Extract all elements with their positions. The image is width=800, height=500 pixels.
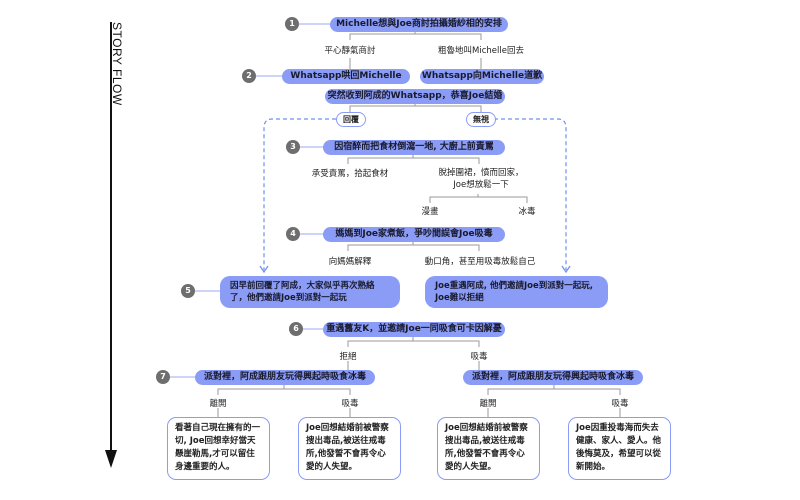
step-4-option-explain: 向媽媽解釋 [328,257,372,267]
dashed-path-reply [263,118,336,270]
branch-7-left [217,385,351,395]
step-1-node: Michelle想與Joe商討拍攝婚紗相的安排 [330,17,508,32]
step-3-node: 因宿醉而把食材倒瀉一地, 大廚上前責罵 [323,140,505,155]
step-1-option-calm: 平心靜氣商討 [324,46,376,56]
branch-1 [349,31,482,40]
branch-3 [347,155,480,164]
branch-2 [349,104,482,112]
step-7-node-left: 派對裡，阿成跟朋友玩得興起時吸食冰毒 [195,370,375,385]
branch-6 [347,337,480,347]
step-3-suboption-ice: 冰毒 [518,207,536,217]
step-2-node-left: Whatsapp哄回Michelle [282,69,410,84]
step-7-left-option-drugs: 吸毒 [341,399,359,409]
step-2-node-right: Whatsapp向Michelle道歉 [420,69,544,84]
branch-3-sub [429,194,528,203]
step-6-option-refuse: 拒絕 [339,352,357,362]
step-5-node-right: Joe重遇阿成, 他們邀請Joe到派對一起玩, Joe難以拒絕 [425,276,608,308]
story-flow-arrowhead [105,450,117,468]
ending-card-1: 看著自己現在擁有的一切, Joe回想幸好當天懸崖勒馬,才可以留住身邊重要的人。 [167,417,270,480]
dashed-arrowhead-left [259,265,269,274]
step-6-option-drugs: 吸毒 [470,352,488,362]
step-2-option-ignore: 無視 [466,112,496,127]
step-7-node-right: 派對裡，阿成跟朋友玩得興起時吸食冰毒 [463,370,643,385]
step-7-right-option-leave: 離開 [479,399,497,409]
step-badge-4: 4 [286,227,300,241]
step-badge-3: 3 [286,140,300,154]
story-flow-label: STORY FLOW [110,22,124,106]
step-badge-2: 2 [242,69,256,83]
step-3-suboption-comics: 漫畫 [421,207,439,217]
step-6-node: 重遇舊友K，並邀請Joe一同吸食可卡因解憂 [323,322,505,337]
step-4-option-argue: 動口角，甚至用吸毒放鬆自己 [424,257,536,267]
step-3-option-accept: 承受責罵，拾起食材 [311,169,389,179]
step-7-left-option-leave: 離開 [209,399,227,409]
ending-card-4: Joe因重投毒海而失去健康、家人、愛人。他後悔莫及，希望可以從新開始。 [568,417,671,480]
step-7-right-option-drugs: 吸毒 [611,399,629,409]
step-badge-6: 6 [289,322,303,336]
step-badge-5: 5 [181,284,195,298]
step-badge-1: 1 [285,17,299,31]
step-5-node-left: 因早前回覆了阿成，大家似乎再次熟絡了，他們邀請Joe到派對一起玩 [220,276,400,308]
step-3-option-leave: 脫掉圍裙，憤而回家，Joe想放鬆一下 [438,168,524,190]
dashed-arrowhead-right [561,265,571,274]
branch-4 [347,242,480,251]
step-1-option-rude: 粗魯地叫Michelle回去 [438,46,524,56]
step-badge-7: 7 [156,370,170,384]
branch-7-right [487,385,621,395]
step-4-node: 媽媽到Joe家煮飯，爭吵間誤會Joe吸毒 [323,227,505,242]
step-2-option-reply: 回覆 [336,112,366,127]
step-2-merge-node: 突然收到阿成的Whatsapp，恭喜Joe結婚 [325,89,505,104]
ending-card-2: Joe回想結婚前被警察搜出毒品,被送往戒毒所,他發誓不會再令心愛的人失望。 [298,417,401,480]
ending-card-3: Joe回想結婚前被警察搜出毒品,被送往戒毒所,他發誓不會再令心愛的人失望。 [437,417,540,480]
dashed-path-ignore [494,118,567,270]
